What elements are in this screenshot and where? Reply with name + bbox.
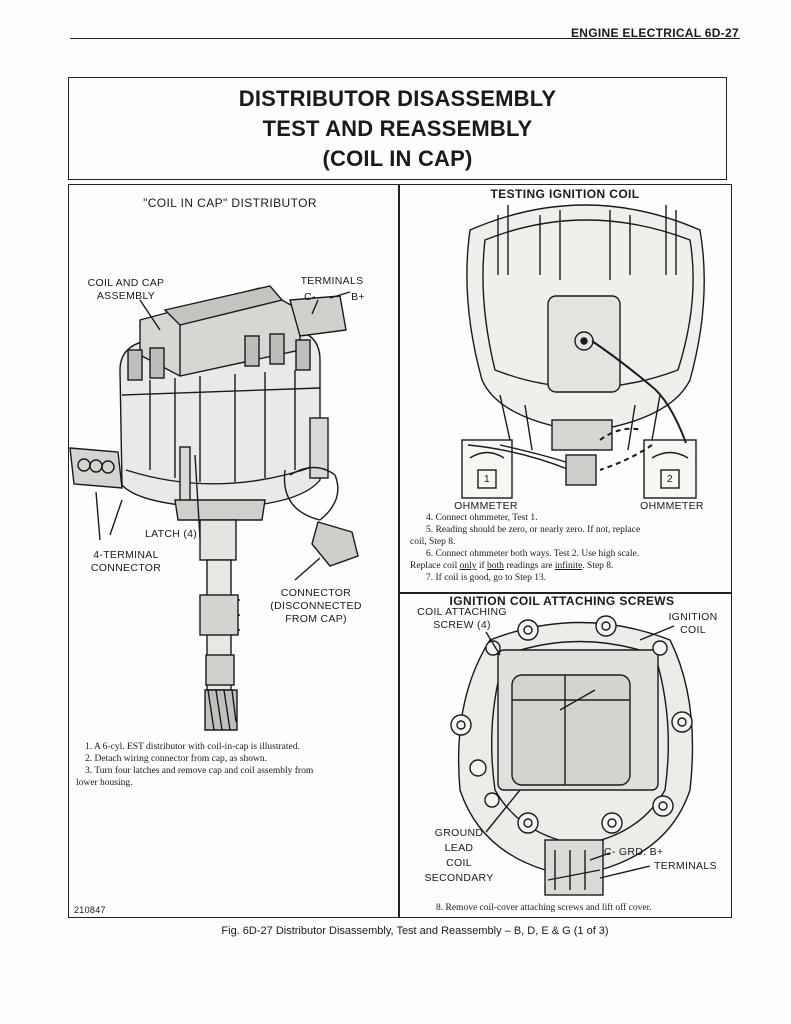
test-step-6-text-a: Replace coil (410, 561, 460, 571)
attaching-screws-heading: IGNITION COIL ATTACHING SCREWS (449, 594, 675, 608)
test-step-7: 7. If coil is good, go to Step 13. (426, 573, 547, 583)
page-header: ENGINE ELECTRICAL 6D-27 (570, 26, 739, 40)
ohmmeter-right-label: OHMMETER (640, 500, 704, 512)
figure-frame (68, 184, 732, 918)
header-rule (70, 38, 740, 39)
label-ignition-coil: IGNITION COIL (668, 611, 718, 636)
title-box: DISTRIBUTOR DISASSEMBLY TEST AND REASSEM… (68, 77, 727, 180)
label-b-plus: B+ (351, 291, 365, 303)
test-step-6-infinite: infinite (554, 561, 583, 571)
left-step-1: 1. A 6-cyl. EST distributor with coil-in… (85, 742, 300, 752)
test-step-6-text-b: if (476, 561, 488, 571)
title-line-1: DISTRIBUTOR DISASSEMBLY (238, 86, 557, 111)
label-terminals: TERMINALS (300, 275, 364, 287)
label-lead: LEAD (444, 842, 474, 854)
test-step-6-only: only (459, 561, 477, 571)
label-ground: GROUND (434, 827, 484, 839)
label-coil: COIL (446, 857, 472, 869)
meter-2-number: 2 (666, 473, 674, 485)
test-step-5: 5. Reading should be zero, or nearly zer… (426, 525, 641, 535)
label-4-terminal-connector: 4-TERMINAL CONNECTOR (90, 549, 162, 574)
label-c-minus: C- (304, 291, 316, 303)
testing-coil-heading: TESTING IGNITION COIL (490, 187, 640, 201)
test-step-6-text-c: readings are (503, 561, 555, 571)
label-secondary: SECONDARY (424, 872, 494, 884)
title-line-2: TEST AND REASSEMBLY (262, 116, 533, 141)
test-step-5-cont: coil, Step 8. (410, 537, 456, 547)
label-connector-disconnected: CONNECTOR (DISCONNECTED FROM CAP) (270, 587, 362, 625)
left-step-3-cont: lower housing. (76, 778, 133, 788)
left-step-3: 3. Turn four latches and remove cap and … (85, 766, 314, 776)
figure-number: 210847 (74, 905, 106, 915)
test-step-4: 4. Connect ohmmeter, Test 1. (426, 513, 538, 523)
label-c-grd-b-plus: C- GRD. B+ (604, 846, 664, 858)
label-coil-and-cap: COIL AND CAP ASSEMBLY (87, 277, 165, 302)
test-step-6-cont: Replace coil only if both readings are i… (410, 561, 728, 573)
label-coil-attaching-screw: COIL ATTACHING SCREW (4) (417, 606, 507, 631)
left-step-2: 2. Detach wiring connector from cap, as … (85, 754, 268, 764)
test-step-6-both: both (487, 561, 504, 571)
ohmmeter-left-label: OHMMETER (454, 500, 518, 512)
panel-divider-vertical (398, 184, 400, 918)
test-step-6-text-d: . Step 8. (582, 561, 614, 571)
figure-caption: Fig. 6D-27 Distributor Disassembly, Test… (221, 925, 609, 937)
label-latch: LATCH (4) (144, 528, 198, 540)
label-terminals-bottom: TERMINALS (654, 860, 717, 872)
panel-divider-horizontal (399, 592, 732, 594)
meter-1-number: 1 (483, 473, 491, 485)
title-line-3: (COIL IN CAP) (322, 146, 473, 171)
left-panel-heading: "COIL IN CAP" DISTRIBUTOR (143, 196, 317, 210)
test-step-6: 6. Connect ohmmeter both ways. Test 2. U… (426, 549, 640, 559)
screws-step-8: 8. Remove coil-cover attaching screws an… (436, 903, 652, 913)
